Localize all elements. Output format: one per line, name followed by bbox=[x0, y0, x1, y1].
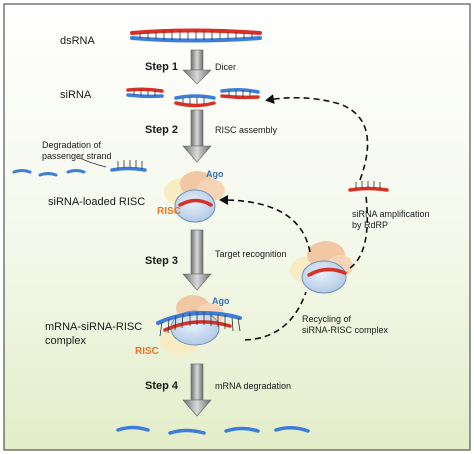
step2-arrow bbox=[182, 109, 212, 163]
risc-complex-recycled bbox=[290, 241, 353, 294]
step2-desc: RISC assembly bbox=[215, 125, 278, 135]
degraded-mrna-fragments bbox=[116, 425, 310, 435]
diagram-frame bbox=[3, 3, 471, 451]
recycling-arrow bbox=[219, 195, 311, 253]
step1-desc: Dicer bbox=[215, 62, 236, 72]
amplification-return-arrow bbox=[265, 94, 369, 181]
guide-strand bbox=[307, 267, 347, 277]
risc-complex-1 bbox=[164, 171, 225, 223]
step3-label: Step 3 bbox=[145, 255, 178, 267]
passenger-strand bbox=[110, 160, 147, 172]
mrna-bases bbox=[159, 312, 241, 337]
step4-label: Step 4 bbox=[145, 380, 179, 392]
sirna-label: siRNA bbox=[60, 89, 92, 101]
amplified-sirna bbox=[348, 181, 389, 192]
recycling-label-line2: siRNA-RISC complex bbox=[302, 325, 389, 335]
dsrna-duplex bbox=[130, 28, 262, 43]
ago-protein bbox=[301, 260, 347, 294]
step1-arrow bbox=[182, 49, 212, 85]
degradation-label-line2: passenger strand bbox=[42, 151, 112, 161]
amplification-label-line2: by RdRP bbox=[352, 220, 388, 230]
step4-desc: mRNA degradation bbox=[215, 381, 291, 391]
degradation-label-line1: Degradation of bbox=[42, 140, 102, 150]
step1-label: Step 1 bbox=[145, 61, 178, 73]
ago-protein bbox=[174, 189, 216, 223]
step2-label: Step 2 bbox=[145, 124, 178, 136]
ago-label-2: Ago bbox=[212, 296, 230, 306]
release-dashed-line bbox=[244, 291, 307, 341]
risc-label-2: RISC bbox=[135, 346, 159, 357]
step3-desc: Target recognition bbox=[215, 249, 287, 259]
recycling-label-line1: Recycling of bbox=[302, 314, 352, 324]
mrna-complex-label-line2: complex bbox=[45, 335, 86, 347]
degraded-fragments bbox=[12, 169, 86, 177]
step4-arrow bbox=[182, 363, 212, 417]
target-mrna bbox=[156, 311, 242, 325]
amplification-label-line1: siRNA amplification bbox=[352, 209, 430, 219]
risc-label-1: RISC bbox=[157, 206, 181, 217]
to-amplification-dashed-line bbox=[349, 195, 369, 269]
risc-complex-2 bbox=[156, 295, 242, 355]
step3-arrow bbox=[182, 229, 212, 291]
sirna-fragment-right bbox=[220, 87, 260, 100]
dsrna-label: dsRNA bbox=[60, 35, 96, 47]
mrna-complex-label-line1: mRNA-siRNA-RISC bbox=[45, 321, 142, 333]
ago-label-1: Ago bbox=[206, 169, 224, 179]
sirna-fragment-center bbox=[174, 94, 216, 108]
guide-strand bbox=[178, 198, 213, 207]
sirna-loaded-risc-label: siRNA-loaded RISC bbox=[48, 196, 145, 208]
degradation-pointer bbox=[79, 157, 107, 168]
sirna-fragment-left bbox=[126, 87, 164, 99]
